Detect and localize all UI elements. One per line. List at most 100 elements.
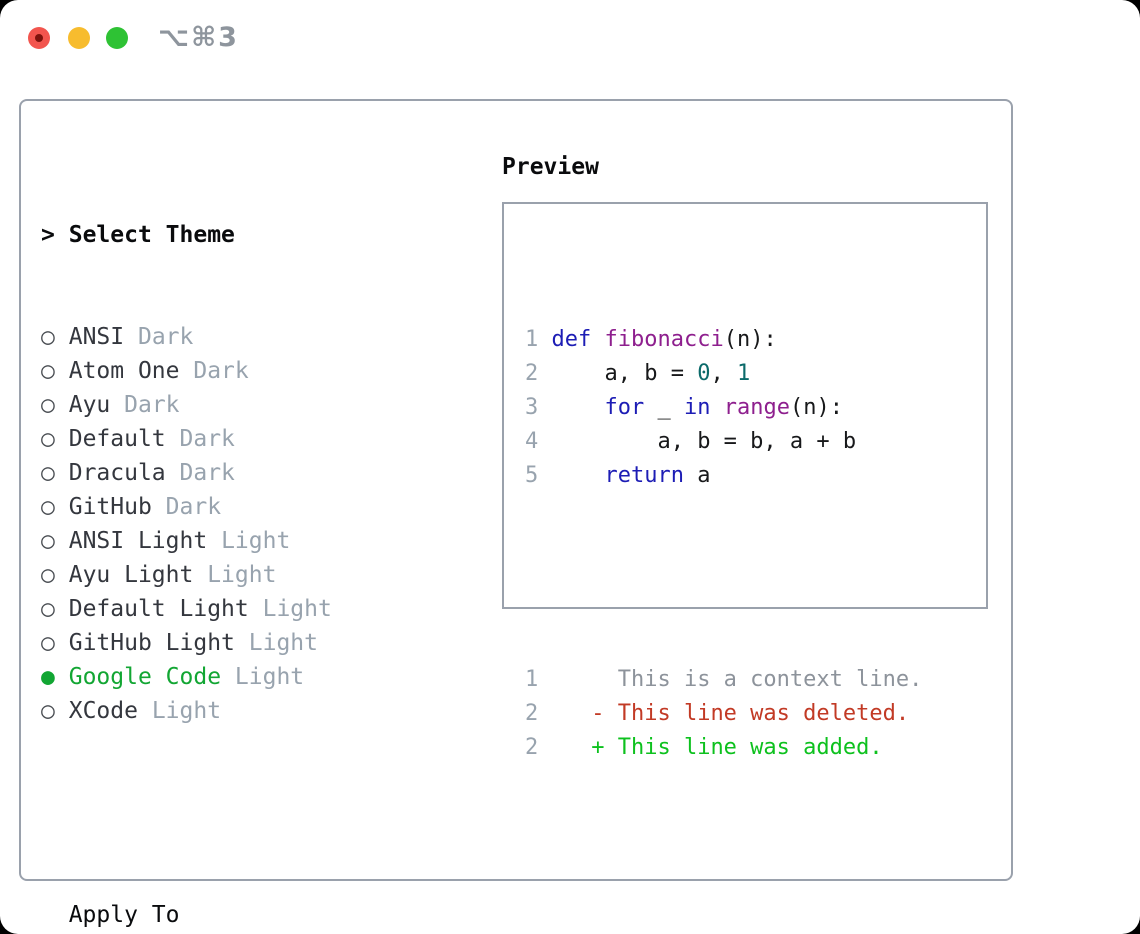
radio-unselected-icon: ○ <box>41 596 55 622</box>
radio-unselected-icon: ○ <box>41 562 55 588</box>
code-token: _ <box>644 395 684 420</box>
theme-name: Ayu Light <box>68 562 194 588</box>
code-token <box>552 463 605 488</box>
radio-unselected-icon: ○ <box>41 426 55 452</box>
gap <box>525 561 922 595</box>
code-token: a, b = b, a + b <box>551 429 857 454</box>
preview-title: Preview <box>502 154 599 180</box>
code-token: (n): <box>789 395 843 420</box>
theme-name: Dracula <box>68 460 166 486</box>
theme-option[interactable]: ○ Ayu Light Light <box>41 558 499 592</box>
close-button[interactable] <box>28 27 50 49</box>
apply-to-header: Apply To <box>41 898 499 932</box>
theme-variant: Dark <box>193 358 249 384</box>
theme-option[interactable]: ○ ANSI Dark <box>41 320 499 354</box>
radio-unselected-icon: ○ <box>41 392 55 418</box>
radio-unselected-icon: ○ <box>41 460 55 486</box>
radio-selected-icon: ● <box>41 664 55 690</box>
line-number: 2 <box>525 735 539 760</box>
theme-name: Default <box>68 426 166 452</box>
theme-name: Ayu <box>68 392 111 418</box>
diff-block: 1 This is a context line.2 - This line w… <box>525 663 922 765</box>
zoom-button[interactable] <box>106 27 128 49</box>
code-line: 4 a, b = b, a + b <box>525 425 922 459</box>
theme-name: ANSI <box>68 324 125 350</box>
code-token: return <box>604 463 684 488</box>
code-token: in <box>683 395 711 420</box>
diff-text: + This line was added. <box>551 735 883 760</box>
code-token: a, b = <box>551 361 698 386</box>
theme-name: Atom One <box>68 358 180 384</box>
theme-variant: Dark <box>137 324 194 350</box>
radio-unselected-icon: ○ <box>41 358 55 384</box>
code-line: 1 def fibonacci(n): <box>525 323 922 357</box>
code-token: 0 <box>697 361 711 386</box>
code-line: 3 for _ in range(n): <box>525 391 922 425</box>
line-number: 1 <box>525 327 539 352</box>
gap <box>41 796 499 830</box>
line-number: 2 <box>525 361 539 386</box>
theme-variant: Dark <box>179 426 235 452</box>
select-theme-header: > Select Theme <box>41 218 499 252</box>
theme-variant: Light <box>221 528 291 554</box>
line-number: 4 <box>525 429 539 454</box>
theme-variant: Dark <box>124 392 180 418</box>
theme-option[interactable]: ○ ANSI Light Light <box>41 524 499 558</box>
theme-variant: Light <box>151 698 222 724</box>
theme-variant: Dark <box>165 494 222 520</box>
theme-variant: Dark <box>179 460 235 486</box>
radio-unselected-icon: ○ <box>41 324 55 350</box>
theme-name: GitHub <box>68 494 152 520</box>
diff-line-deleted: 2 - This line was deleted. <box>525 697 922 731</box>
theme-option[interactable]: ○ Default Light Light <box>41 592 499 626</box>
theme-option[interactable]: ○ XCode Light <box>41 694 499 728</box>
theme-name: XCode <box>68 698 138 724</box>
radio-unselected-icon: ○ <box>41 528 55 554</box>
code-token: (n): <box>723 327 777 352</box>
theme-option[interactable]: ○ Atom One Dark <box>41 354 499 388</box>
theme-variant: Light <box>262 596 332 622</box>
code-token <box>591 327 604 352</box>
theme-option[interactable]: ○ Default Dark <box>41 422 499 456</box>
theme-variant: Light <box>207 562 277 588</box>
theme-name: ANSI Light <box>68 528 208 554</box>
diff-line-context: 1 This is a context line. <box>525 663 922 697</box>
radio-unselected-icon: ○ <box>41 630 55 656</box>
theme-option[interactable]: ● Google Code Light <box>41 660 499 694</box>
prompt-icon: > <box>41 222 55 248</box>
theme-option[interactable]: ○ GitHub Light Light <box>41 626 499 660</box>
code-token: def <box>551 327 592 352</box>
theme-option[interactable]: ○ Dracula Dark <box>41 456 499 490</box>
apply-to-title: Apply To <box>68 902 180 928</box>
select-theme-title: Select Theme <box>68 222 235 248</box>
theme-selector: > Select Theme ○ ANSI Dark○ Atom One Dar… <box>41 150 499 934</box>
theme-variant: Light <box>248 630 318 656</box>
code-token: a <box>683 463 711 488</box>
theme-variant: Light <box>234 664 305 690</box>
code-token <box>710 395 723 420</box>
window-shortcut-label: ⌥⌘3 <box>158 22 239 53</box>
code-token: range <box>723 395 790 420</box>
code-token: , <box>710 361 737 386</box>
minimize-button[interactable] <box>68 27 90 49</box>
theme-name: GitHub Light <box>68 630 235 656</box>
code-line: 2 a, b = 0, 1 <box>525 357 922 391</box>
theme-name: Default Light <box>68 596 249 622</box>
theme-option[interactable]: ○ GitHub Dark <box>41 490 499 524</box>
diff-text: - This line was deleted. <box>551 701 910 726</box>
code-token <box>552 395 605 420</box>
code-token: for <box>604 395 645 420</box>
theme-dialog-panel: > Select Theme ○ ANSI Dark○ Atom One Dar… <box>19 99 1013 928</box>
line-number: 2 <box>525 701 539 726</box>
code-token: 1 <box>736 361 751 386</box>
code-line: 5 return a <box>525 459 922 493</box>
diff-line-added: 2 + This line was added. <box>525 731 922 765</box>
radio-unselected-icon: ○ <box>41 698 55 724</box>
line-number: 3 <box>525 395 539 420</box>
theme-option[interactable]: ○ Ayu Dark <box>41 388 499 422</box>
